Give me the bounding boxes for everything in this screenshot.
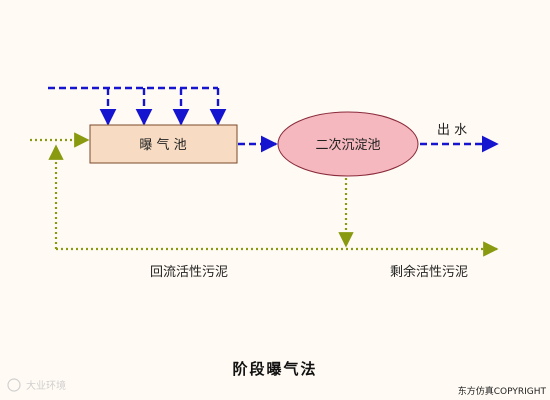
aeration-tank	[89, 124, 238, 164]
watermark-text: 大业环境	[26, 379, 66, 392]
excess-sludge-label: 剩余活性污泥	[390, 264, 468, 280]
secondary-clarifier	[277, 111, 419, 177]
copyright-text: 东方仿真COPYRIGHT	[458, 385, 547, 397]
effluent-label: 出 水	[437, 123, 467, 138]
diagram-title: 阶段曝气法	[232, 360, 317, 378]
aeration-tank-label: 曝 气 池	[139, 137, 186, 153]
secondary-clarifier-label: 二次沉淀池	[315, 137, 380, 153]
watermark: 大业环境	[7, 378, 66, 392]
watermark-logo-icon	[7, 378, 21, 392]
return-sludge-label: 回流活性污泥	[150, 265, 228, 280]
